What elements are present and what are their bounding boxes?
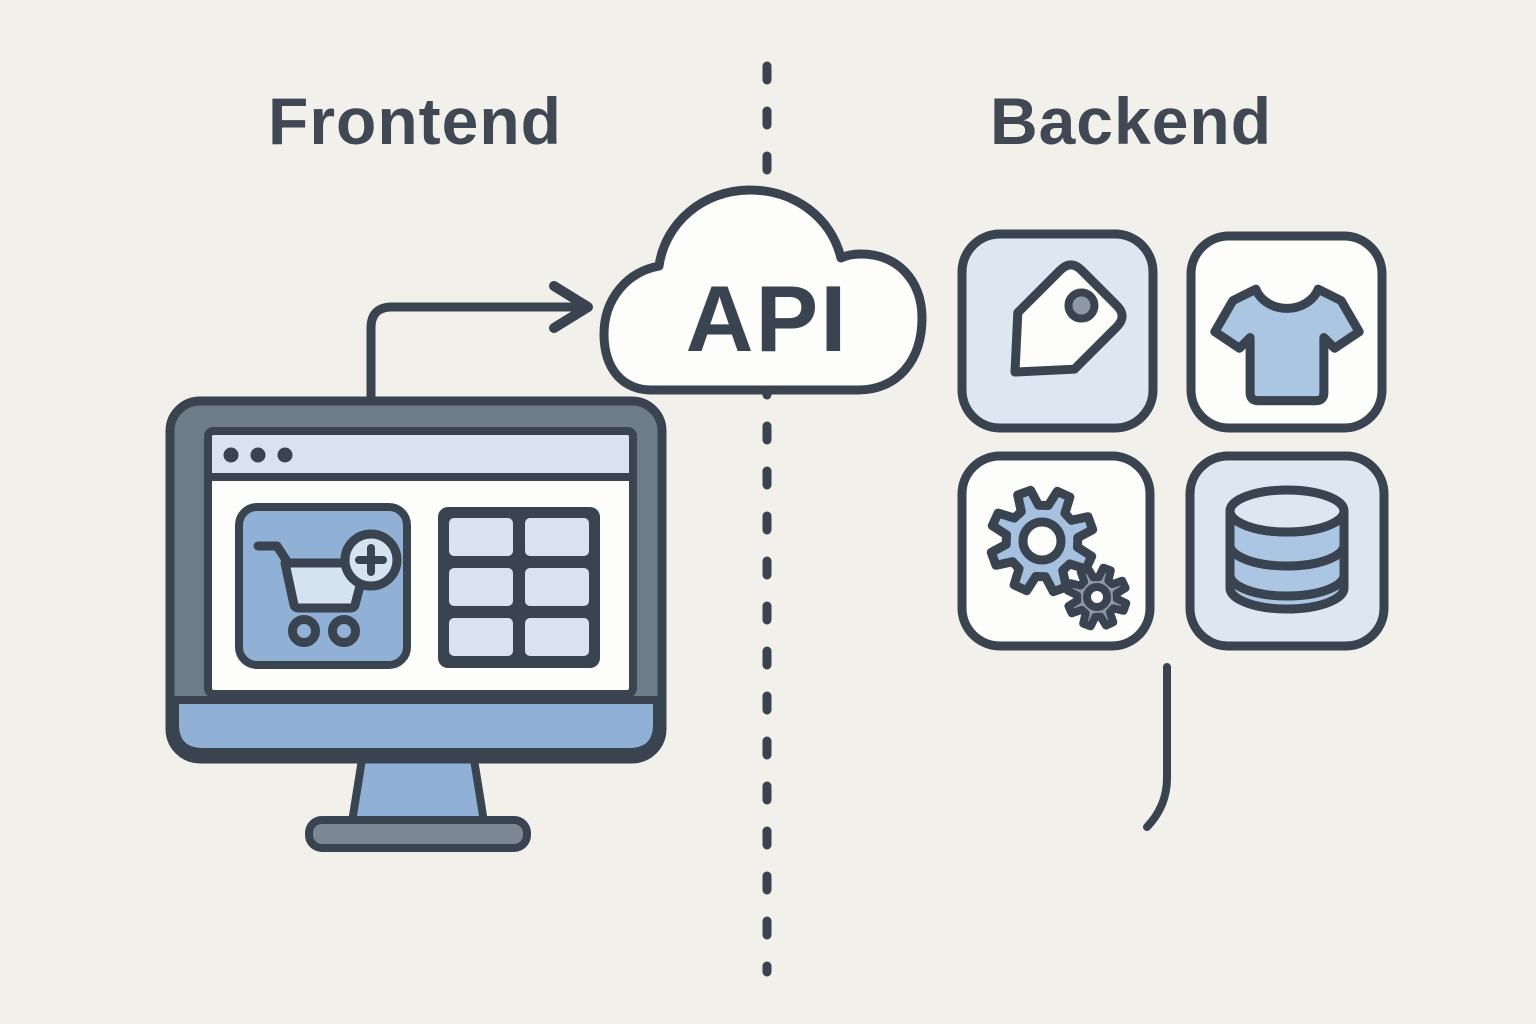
cart-wheel: [288, 615, 320, 647]
arrow-monitor-to-api-icon: [366, 281, 593, 406]
browser-toolbar: [204, 427, 637, 481]
gear-large-hole: [1018, 517, 1066, 565]
gear-small-hole: [1083, 583, 1111, 611]
stand-base: [305, 816, 531, 852]
gears-icon: [957, 451, 1155, 651]
api-cloud-icon: [599, 185, 927, 395]
backend-label: Backend: [989, 84, 1273, 158]
database-icon: [1185, 451, 1389, 651]
monitor-stand: [305, 749, 531, 852]
browser-window-icon: [204, 427, 637, 698]
api-label: API: [685, 266, 849, 371]
database-top: [1225, 485, 1349, 537]
frontend-label: Frontend: [268, 84, 562, 158]
backend-curve-connector: [1143, 663, 1171, 831]
shopping-cart-add-icon: [235, 503, 411, 669]
browser-dots-icon: [223, 447, 293, 463]
cart-wheel: [328, 615, 360, 647]
t-shirt-icon: [1186, 231, 1387, 433]
monitor-icon: [165, 396, 667, 764]
price-tag-icon: [957, 229, 1158, 433]
monitor-chin: [171, 696, 661, 756]
product-grid-icon: [438, 507, 600, 668]
plus-icon: [355, 544, 387, 576]
tag-hole: [1064, 288, 1099, 323]
